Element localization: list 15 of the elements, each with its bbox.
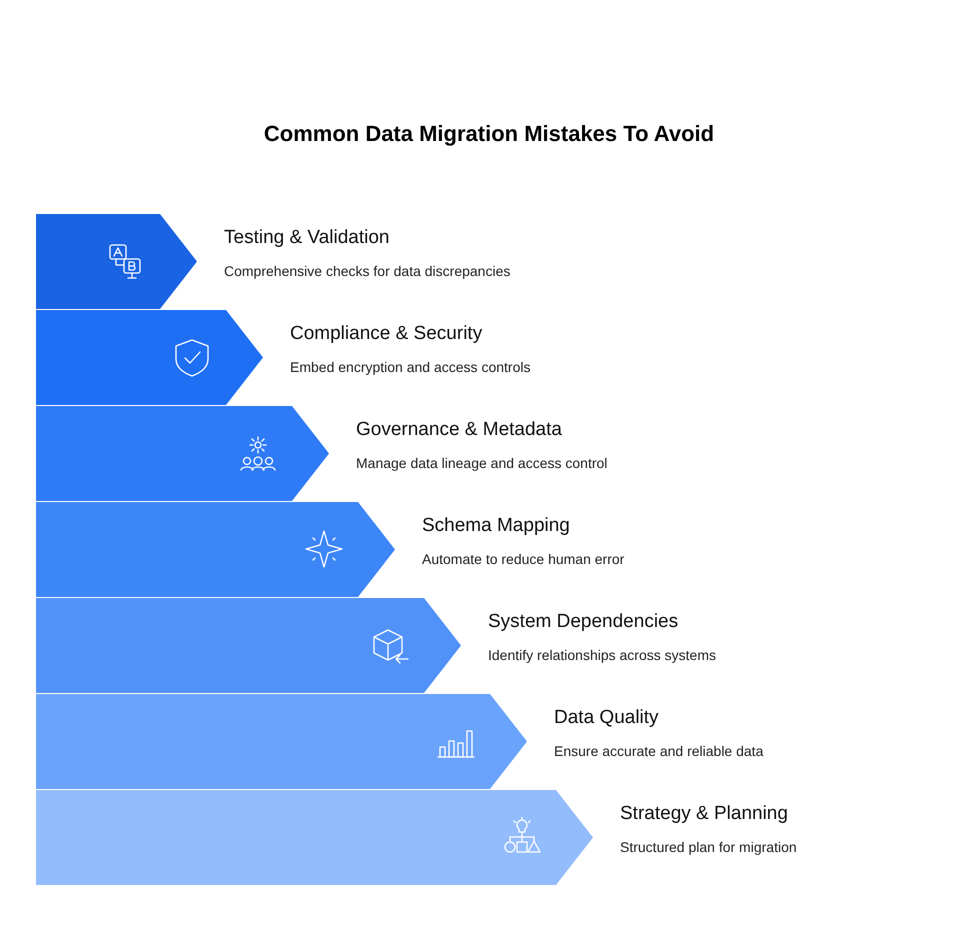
step-description: Manage data lineage and access control — [356, 454, 608, 473]
step-heading: Governance & Metadata — [356, 418, 563, 442]
step-description: Ensure accurate and reliable data — [554, 742, 764, 761]
step-description: Comprehensive checks for data discrepancies — [224, 262, 510, 281]
step-heading: Compliance & Security — [290, 322, 484, 346]
step-heading: Schema Mapping — [422, 514, 571, 538]
step-heading: Strategy & Planning — [620, 802, 789, 826]
step-description: Identify relationships across systems — [488, 646, 716, 665]
diagram-title: Common Data Migration Mistakes To Avoid — [262, 120, 716, 148]
step-heading: Testing & Validation — [224, 226, 390, 250]
step-heading: System Dependencies — [488, 610, 680, 634]
step-description: Automate to reduce human error — [422, 550, 624, 569]
step-heading: Data Quality — [554, 706, 660, 730]
step-description: Structured plan for migration — [620, 838, 797, 857]
step-description: Embed encryption and access controls — [290, 358, 530, 377]
